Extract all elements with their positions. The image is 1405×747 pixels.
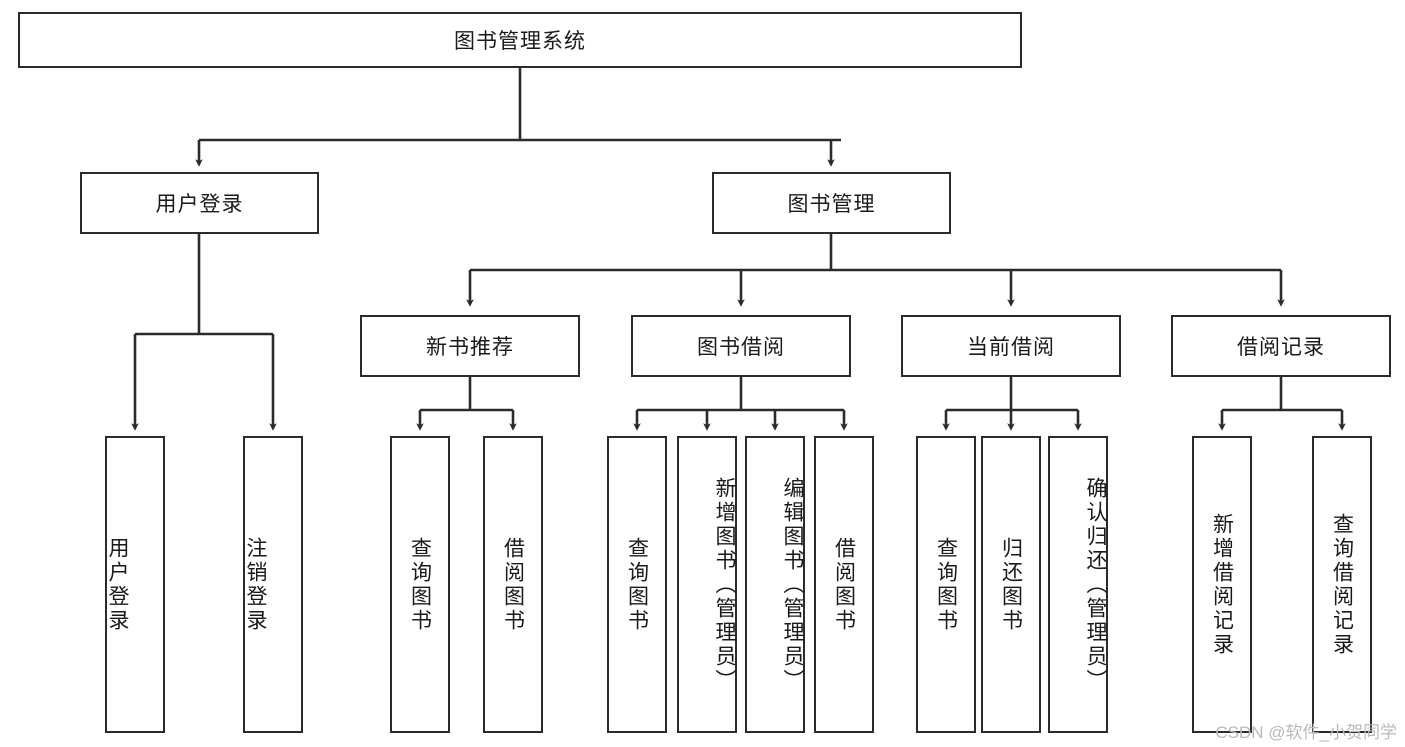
node-book-manage[interactable]: 图书管理 bbox=[712, 172, 951, 234]
node-new-book-rec-label: 新书推荐 bbox=[426, 336, 514, 359]
node-leaf-return-book-label: 归还图书 bbox=[999, 536, 1023, 633]
node-leaf-query-book-3-label: 查询图书 bbox=[934, 536, 958, 633]
node-leaf-logout[interactable]: 注销登录 bbox=[243, 436, 303, 733]
node-leaf-user-login-label: 用户登录 bbox=[106, 536, 129, 633]
node-leaf-borrow-book-1-label: 借阅图书 bbox=[501, 536, 525, 633]
node-leaf-query-record[interactable]: 查询借阅记录 bbox=[1312, 436, 1372, 733]
node-leaf-add-record[interactable]: 新增借阅记录 bbox=[1192, 436, 1252, 733]
node-book-manage-label: 图书管理 bbox=[787, 193, 876, 216]
node-leaf-borrow-book-1[interactable]: 借阅图书 bbox=[483, 436, 543, 733]
node-book-borrow-label: 图书借阅 bbox=[697, 336, 785, 359]
node-leaf-query-book-1[interactable]: 查询图书 bbox=[390, 436, 450, 733]
node-root-label: 图书管理系统 bbox=[454, 30, 586, 53]
node-leaf-add-book[interactable]: 新增图书（管理员） bbox=[677, 436, 737, 733]
node-leaf-confirm-return-label: 确认归还（管理员） bbox=[1084, 476, 1107, 693]
node-book-borrow[interactable]: 图书借阅 bbox=[631, 315, 851, 377]
node-current-borrow-label: 当前借阅 bbox=[967, 336, 1055, 359]
node-current-borrow[interactable]: 当前借阅 bbox=[901, 315, 1121, 377]
node-root[interactable]: 图书管理系统 bbox=[18, 12, 1022, 68]
node-leaf-edit-book-label: 编辑图书（管理员） bbox=[781, 476, 804, 693]
node-leaf-borrow-book-2-label: 借阅图书 bbox=[832, 536, 856, 633]
node-user-login[interactable]: 用户登录 bbox=[80, 172, 319, 234]
node-leaf-query-book-3[interactable]: 查询图书 bbox=[916, 436, 976, 733]
watermark-text: CSDN @软件_小贺同学 bbox=[1215, 723, 1397, 742]
node-leaf-query-book-2-label: 查询图书 bbox=[625, 536, 649, 633]
node-leaf-query-record-label: 查询借阅记录 bbox=[1330, 512, 1354, 657]
node-leaf-add-record-label: 新增借阅记录 bbox=[1210, 512, 1234, 657]
node-leaf-query-book-1-label: 查询图书 bbox=[408, 536, 432, 633]
node-leaf-edit-book[interactable]: 编辑图书（管理员） bbox=[745, 436, 805, 733]
node-leaf-confirm-return[interactable]: 确认归还（管理员） bbox=[1048, 436, 1108, 733]
node-leaf-add-book-label: 新增图书（管理员） bbox=[713, 476, 736, 693]
node-user-login-label: 用户登录 bbox=[155, 193, 244, 216]
node-leaf-return-book[interactable]: 归还图书 bbox=[981, 436, 1041, 733]
node-leaf-user-login[interactable]: 用户登录 bbox=[105, 436, 165, 733]
node-leaf-borrow-book-2[interactable]: 借阅图书 bbox=[814, 436, 874, 733]
node-borrow-record[interactable]: 借阅记录 bbox=[1171, 315, 1391, 377]
node-leaf-query-book-2[interactable]: 查询图书 bbox=[607, 436, 667, 733]
node-leaf-logout-label: 注销登录 bbox=[244, 536, 267, 633]
node-borrow-record-label: 借阅记录 bbox=[1237, 336, 1325, 359]
node-new-book-rec[interactable]: 新书推荐 bbox=[360, 315, 580, 377]
